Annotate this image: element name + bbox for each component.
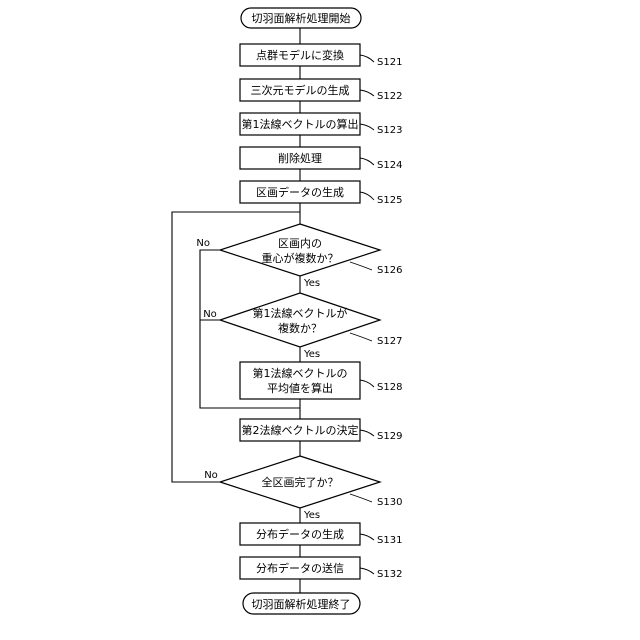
step-label-s123: S123 [377,125,402,136]
decision-s130: 全区画完了か？ [220,456,380,508]
decision-s130-text: 全区画完了か？ [262,475,339,489]
process-s128-line1: 第1法線ベクトルの [253,366,348,380]
process-s123-text: 第1法線ベクトルの算出 [242,117,359,131]
step-label-s131: S131 [377,535,402,546]
process-s125: 区画データの生成 [240,181,360,203]
step-label-s121: S121 [377,57,402,68]
process-s124: 削除処理 [240,147,360,169]
process-s121-text: 点群モデルに変換 [256,48,344,62]
decision-s127: 第1法線ベクトルが 複数か？ [220,293,380,347]
process-s132-text: 分布データの送信 [256,561,344,575]
s126-yes-label: Yes [303,278,320,289]
process-s123: 第1法線ベクトルの算出 [240,113,360,135]
decision-s127-line1: 第1法線ベクトルが [253,306,348,320]
process-s124-text: 削除処理 [278,151,322,165]
process-s125-text: 区画データの生成 [256,185,344,199]
step-label-s128: S128 [377,382,402,393]
s130-yes-label: Yes [303,510,320,521]
process-s132: 分布データの送信 [240,557,360,579]
process-s131: 分布データの生成 [240,523,360,545]
s127-no-label: No [203,309,217,320]
process-s128-line2: 平均値を算出 [267,381,333,395]
process-s129: 第2法線ベクトルの決定 [240,419,360,441]
end-terminator: 切羽面解析処理終了 [243,593,360,614]
end-label: 切羽面解析処理終了 [252,597,351,611]
decision-s127-line2: 複数か？ [278,321,322,335]
step-label-s125: S125 [377,195,402,206]
step-label-s130: S130 [377,497,402,508]
process-s122-text: 三次元モデルの生成 [251,83,350,97]
decision-s126: 区画内の 重心が複数か？ [220,224,380,276]
step-label-s126: S126 [377,265,402,276]
step-label-s124: S124 [377,160,402,171]
s126-no-label: No [196,238,210,249]
step-label-s129: S129 [377,431,402,442]
step-label-s122: S122 [377,91,402,102]
process-s131-text: 分布データの生成 [256,527,344,541]
s130-no-label: No [204,470,218,481]
process-s128: 第1法線ベクトルの 平均値を算出 [240,362,360,399]
decision-s126-line2: 重心が複数か？ [262,251,339,265]
start-label: 切羽面解析処理開始 [252,11,351,25]
decision-s126-line1: 区画内の [278,236,322,250]
step-label-s127: S127 [377,336,402,347]
process-s129-text: 第2法線ベクトルの決定 [242,423,359,437]
process-s121: 点群モデルに変換 [240,44,360,66]
step-label-s132: S132 [377,569,402,580]
process-s122: 三次元モデルの生成 [240,79,360,101]
start-terminator: 切羽面解析処理開始 [241,8,361,28]
s127-yes-label: Yes [303,349,320,360]
